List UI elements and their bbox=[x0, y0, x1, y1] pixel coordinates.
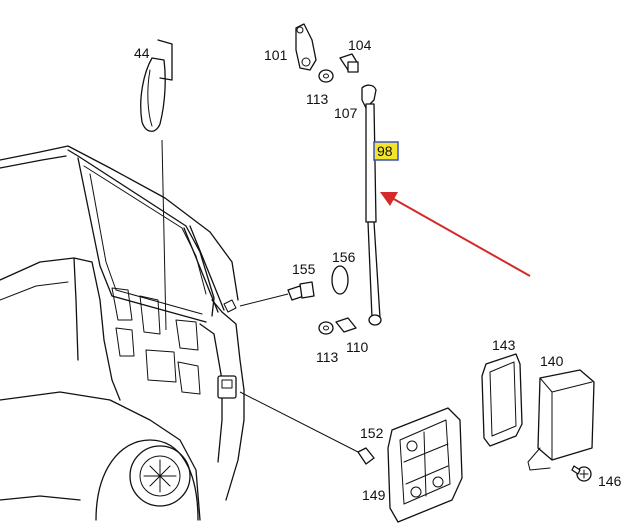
part-113-upper-washer: 113 bbox=[306, 69, 334, 107]
label-113-lower: 113 bbox=[316, 349, 339, 365]
label-107: 107 bbox=[334, 105, 358, 121]
label-110: 110 bbox=[346, 339, 369, 355]
part-44-strap: 44 bbox=[134, 39, 173, 331]
pointer-arrow bbox=[380, 192, 531, 277]
label-143: 143 bbox=[492, 337, 516, 353]
part-156-oring: 156 bbox=[331, 249, 356, 295]
part-98-highlight bbox=[373, 141, 399, 161]
label-104: 104 bbox=[348, 37, 372, 53]
part-152-screw: 152 bbox=[239, 391, 384, 465]
part-149-cover: 149 bbox=[362, 407, 463, 523]
vehicle-body bbox=[0, 145, 245, 521]
part-98-gas-strut: 98 bbox=[365, 103, 399, 326]
part-101-bracket: 101 bbox=[264, 23, 317, 71]
part-104-bolt: 104 bbox=[339, 37, 372, 73]
label-101: 101 bbox=[264, 47, 288, 63]
label-152: 152 bbox=[360, 425, 384, 441]
part-113-lower-washer: 113 bbox=[316, 321, 339, 365]
part-140-module: 140 bbox=[527, 353, 595, 471]
label-156: 156 bbox=[332, 249, 356, 265]
part-143-gasket: 143 bbox=[481, 337, 523, 447]
label-113-upper: 113 bbox=[306, 91, 329, 107]
label-44: 44 bbox=[134, 45, 150, 61]
label-146: 146 bbox=[598, 473, 622, 489]
label-155: 155 bbox=[292, 261, 316, 277]
part-110-bolt: 110 bbox=[335, 317, 369, 355]
label-140: 140 bbox=[540, 353, 564, 369]
part-155-bolt: 155 bbox=[239, 261, 316, 307]
part-146-screw: 146 bbox=[571, 465, 622, 489]
label-149: 149 bbox=[362, 487, 386, 503]
label-98: 98 bbox=[377, 143, 393, 159]
